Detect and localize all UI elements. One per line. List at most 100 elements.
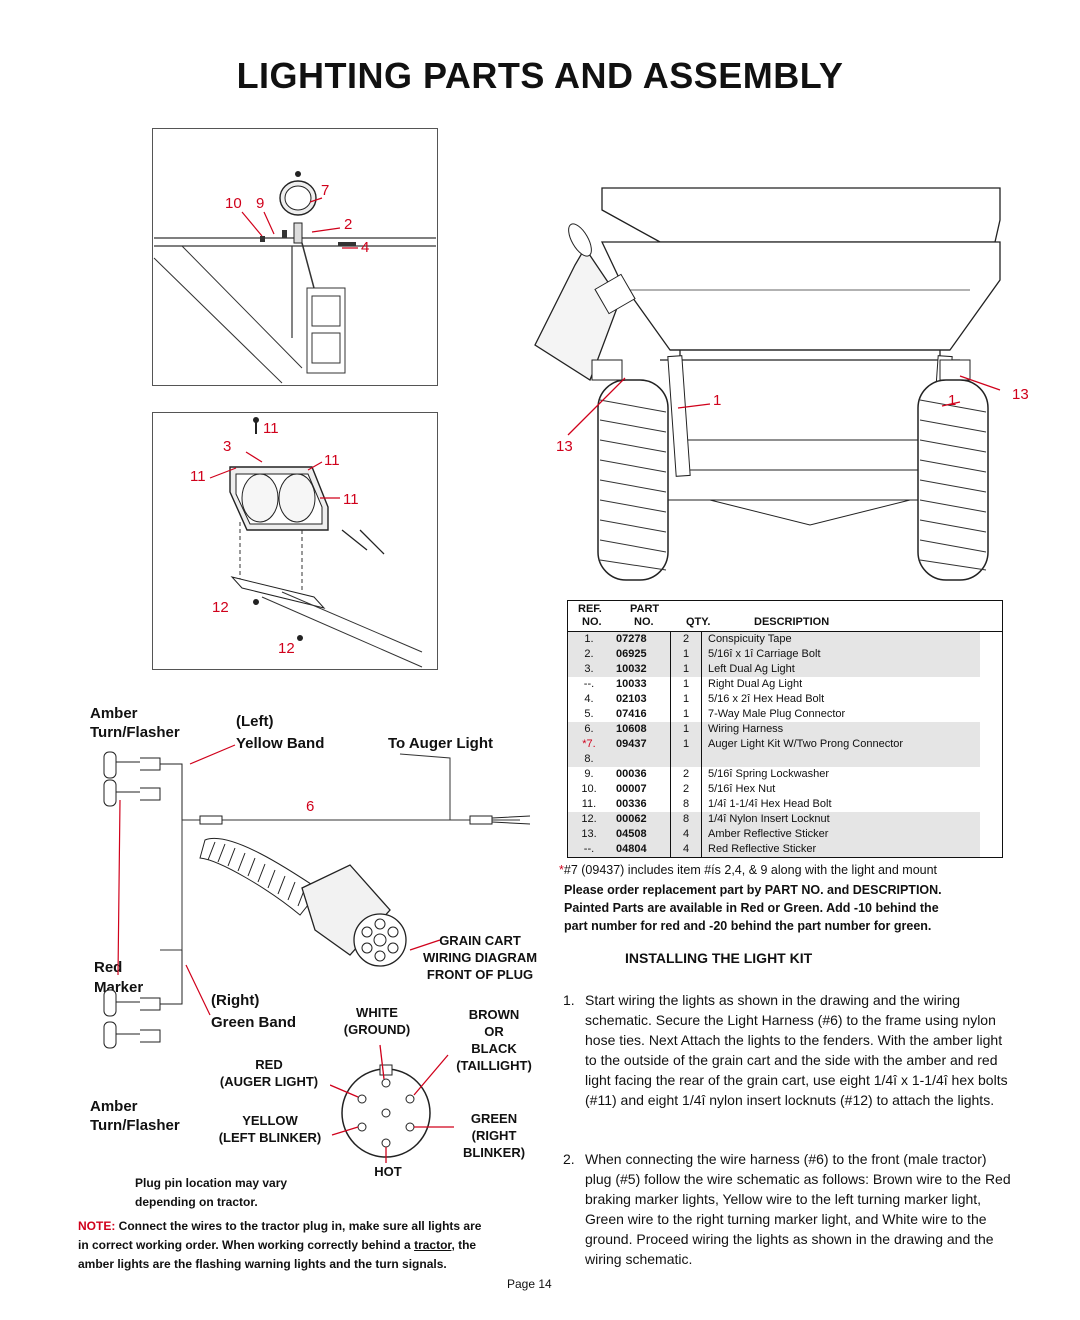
- parts-cell-part: 07416: [616, 708, 647, 720]
- label-turn-flasher-bottom: Turn/Flasher: [90, 1117, 180, 1134]
- callout-1-right: 1: [948, 392, 957, 409]
- label-left: (Left): [236, 713, 274, 730]
- label-to-auger-light: To Auger Light: [388, 735, 493, 752]
- parts-cell-desc: Auger Light Kit W/Two Prong Connector: [701, 737, 980, 752]
- parts-cell-ref: --.: [583, 678, 595, 690]
- order-note: Please order replacement part by PART NO…: [564, 883, 942, 933]
- parts-cell-qty: 2: [670, 632, 702, 647]
- parts-cell-qty: 1: [670, 647, 702, 662]
- note-line-2c: , the: [451, 1238, 477, 1252]
- label-amber-bottom: Amber: [90, 1098, 138, 1115]
- parts-cell-part: 02103: [616, 693, 647, 705]
- callout-1-left: 1: [713, 392, 722, 409]
- parts-cell-ref: 8.: [568, 752, 610, 767]
- callout-11-lower: 11: [343, 491, 359, 508]
- plug-pin-note: Plug pin location may vary depending on …: [135, 1176, 288, 1209]
- label-hot: HOT: [374, 1164, 402, 1179]
- parts-cell-ref: 3.: [568, 662, 610, 677]
- page-number: Page 14: [507, 1277, 552, 1291]
- parts-cell-qty: 1: [670, 737, 702, 752]
- parts-table-row: --. 10033 1 Right Dual Ag Light: [568, 677, 980, 692]
- parts-cell-desc: Amber Reflective Sticker: [701, 827, 980, 842]
- parts-cell-ref: *7.: [568, 737, 610, 752]
- parts-cell-part: 04508: [610, 827, 671, 842]
- note-line-2b: tractor: [414, 1238, 452, 1252]
- parts-table: REF. NO. PART NO. QTY. DESCRIPTION 1.072…: [567, 600, 1003, 858]
- parts-cell-part: 10033: [616, 678, 647, 690]
- parts-cell-desc: 5/16î Hex Nut: [708, 783, 776, 795]
- note-line-3: amber lights are the flashing warning li…: [78, 1257, 447, 1271]
- parts-cell-ref: 10.: [581, 783, 597, 795]
- parts-cell-part: 09437: [610, 737, 671, 752]
- parts-footnote: *#7 (09437) includes item #ís 2,4, & 9 a…: [559, 863, 938, 877]
- callout-4: 4: [361, 239, 370, 256]
- parts-cell-desc: Conspicuity Tape: [701, 632, 980, 647]
- parts-cell-qty: 8: [670, 812, 702, 827]
- parts-cell-part: 00062: [610, 812, 671, 827]
- tractor-note: NOTE: Connect the wires to the tractor p…: [78, 1217, 548, 1274]
- label-amber-top: Amber: [90, 705, 138, 722]
- callout-11-right: 11: [324, 452, 340, 469]
- parts-cell-desc: 5/16 x 2î Hex Head Bolt: [708, 693, 825, 705]
- callout-12-right: 12: [278, 640, 295, 657]
- parts-cell-desc: [701, 752, 980, 767]
- parts-cell-ref: 1.: [568, 632, 610, 647]
- callout-9: 9: [256, 195, 265, 212]
- parts-cell-ref: 12.: [568, 812, 610, 827]
- label-white-ground: WHITE (GROUND): [343, 1005, 411, 1037]
- parts-cell-ref: 6.: [568, 722, 610, 737]
- note-line-1: Connect the wires to the tractor plug in…: [115, 1219, 482, 1233]
- parts-cell-qty: 2: [670, 767, 702, 782]
- grain-cart-rear-view: [534, 187, 1001, 581]
- label-green-right-blinker: GREEN (RIGHT BLINKER): [462, 1111, 526, 1160]
- parts-cell-ref: --.: [568, 842, 610, 857]
- callout-13-left: 13: [556, 438, 573, 455]
- parts-cell-qty: 1: [670, 692, 702, 707]
- parts-cell-qty: 4: [670, 842, 702, 857]
- label-right: (Right): [211, 992, 260, 1009]
- label-turn-flasher-top: Turn/Flasher: [90, 724, 180, 741]
- callout-7: 7: [321, 182, 330, 199]
- parts-cell-desc: 5/16î Spring Lockwasher: [708, 768, 830, 780]
- parts-cell-desc: Red Reflective Sticker: [701, 842, 980, 857]
- callout-leaders-1: [241, 197, 358, 249]
- dual-ag-light-drawing: [229, 417, 423, 668]
- parts-cell-qty: 1: [670, 677, 702, 692]
- parts-table-header: REF. NO. PART NO. QTY. DESCRIPTION: [568, 601, 1002, 632]
- page-title: LIGHTING PARTS AND ASSEMBLY: [236, 55, 844, 96]
- callout-12-left: 12: [212, 599, 229, 616]
- parts-cell-ref: 2.: [568, 647, 610, 662]
- parts-table-row: 8.: [568, 752, 980, 767]
- parts-cell-qty: [670, 752, 702, 767]
- note-prefix: NOTE:: [78, 1219, 116, 1233]
- parts-cell-qty: 8: [670, 797, 702, 812]
- callout-2: 2: [344, 216, 353, 233]
- instruction-step-2: 2. When connecting the wire harness (#6)…: [563, 1151, 1011, 1267]
- parts-cell-desc: Right Dual Ag Light: [708, 678, 803, 690]
- parts-cell-desc: 1/4î Nylon Insert Locknut: [701, 812, 980, 827]
- callout-13-right: 13: [1012, 386, 1029, 403]
- instruction-step-1: 1. Start wiring the lights as shown in t…: [563, 992, 1008, 1108]
- parts-cell-desc: 5/16î x 1î Carriage Bolt: [701, 647, 980, 662]
- parts-cell-qty: 1: [670, 707, 702, 722]
- parts-cell-ref: 5.: [584, 708, 594, 720]
- grain-cart-diagram-title: GRAIN CART WIRING DIAGRAM FRONT OF PLUG: [422, 933, 538, 982]
- label-yellow-band: Yellow Band: [236, 735, 325, 752]
- parts-cell-part: 06925: [610, 647, 671, 662]
- parts-cell-desc: Left Dual Ag Light: [701, 662, 980, 677]
- parts-cell-ref: 9.: [584, 768, 594, 780]
- label-green-band: Green Band: [211, 1014, 297, 1031]
- parts-cell-part: 00036: [616, 768, 647, 780]
- parts-cell-part: 07278: [610, 632, 671, 647]
- plug-pin-diagram: [330, 1044, 454, 1163]
